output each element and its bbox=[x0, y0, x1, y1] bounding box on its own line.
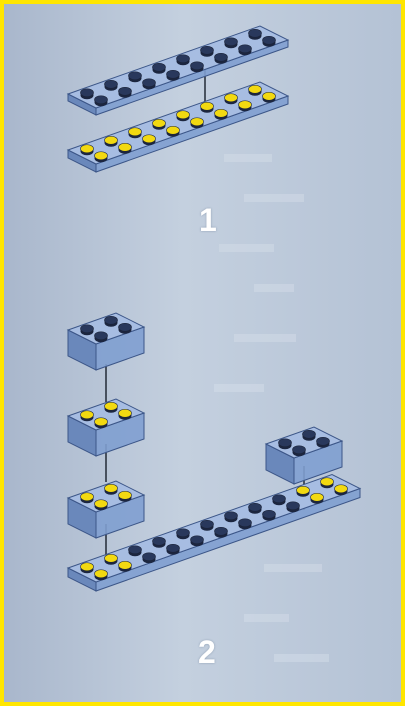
dark-stud bbox=[80, 324, 94, 334]
dark-stud bbox=[142, 552, 156, 562]
dark-stud bbox=[152, 536, 166, 546]
yellow-stud bbox=[94, 569, 108, 579]
yellow-stud bbox=[104, 401, 118, 411]
yellow-stud bbox=[200, 101, 214, 111]
yellow-stud bbox=[320, 477, 334, 487]
brick-2x2-middle bbox=[66, 398, 146, 457]
plate-2x8-top bbox=[66, 25, 290, 116]
dark-stud bbox=[238, 44, 252, 54]
dark-stud bbox=[166, 543, 180, 553]
dark-stud bbox=[128, 71, 142, 81]
dark-stud bbox=[118, 322, 132, 332]
yellow-stud bbox=[118, 142, 132, 152]
dark-stud bbox=[214, 52, 228, 62]
yellow-stud bbox=[190, 117, 204, 127]
yellow-stud bbox=[214, 108, 228, 118]
dark-stud bbox=[224, 511, 238, 521]
dark-stud bbox=[94, 331, 108, 341]
brick-2x2-bottom bbox=[66, 480, 146, 539]
yellow-stud bbox=[104, 553, 118, 563]
brick-2x2-top bbox=[66, 312, 146, 371]
dark-stud bbox=[278, 438, 292, 448]
yellow-stud bbox=[80, 492, 94, 502]
yellow-stud bbox=[94, 151, 108, 161]
dark-stud bbox=[190, 535, 204, 545]
dark-stud bbox=[128, 545, 142, 555]
yellow-stud bbox=[296, 485, 310, 495]
yellow-stud bbox=[142, 134, 156, 144]
dark-stud bbox=[152, 62, 166, 72]
dark-stud bbox=[176, 528, 190, 538]
yellow-stud bbox=[80, 562, 94, 572]
dark-stud bbox=[176, 54, 190, 64]
dark-stud bbox=[190, 61, 204, 71]
yellow-stud bbox=[118, 560, 132, 570]
dark-stud bbox=[224, 37, 238, 47]
yellow-stud bbox=[176, 110, 190, 120]
brick-2x2-right bbox=[264, 426, 344, 485]
yellow-stud bbox=[118, 490, 132, 500]
yellow-stud bbox=[248, 84, 262, 94]
dark-stud bbox=[118, 86, 132, 96]
dark-stud bbox=[166, 69, 180, 79]
dark-stud bbox=[104, 315, 118, 325]
yellow-stud bbox=[334, 484, 348, 494]
dark-stud bbox=[80, 88, 94, 98]
dark-stud bbox=[248, 502, 262, 512]
dark-stud bbox=[142, 78, 156, 88]
plate-2x8-bottom bbox=[66, 81, 290, 173]
yellow-stud bbox=[238, 100, 252, 110]
dark-stud bbox=[200, 45, 214, 55]
dark-stud bbox=[262, 35, 276, 45]
yellow-stud bbox=[310, 492, 324, 502]
dark-stud bbox=[248, 28, 262, 38]
yellow-stud bbox=[104, 483, 118, 493]
dark-stud bbox=[214, 526, 228, 536]
yellow-stud bbox=[104, 135, 118, 145]
dark-stud bbox=[104, 79, 118, 89]
yellow-stud bbox=[94, 499, 108, 509]
dark-stud bbox=[262, 509, 276, 519]
step-2-number: 2 bbox=[198, 634, 216, 670]
dark-stud bbox=[292, 445, 306, 455]
yellow-stud bbox=[128, 127, 142, 137]
yellow-stud bbox=[166, 125, 180, 135]
base-plate-2x10 bbox=[66, 473, 362, 592]
dark-stud bbox=[94, 95, 108, 105]
dark-stud bbox=[302, 429, 316, 439]
step-1-number: 1 bbox=[199, 202, 217, 238]
dark-stud bbox=[238, 518, 252, 528]
yellow-stud bbox=[262, 91, 276, 101]
yellow-stud bbox=[224, 93, 238, 103]
dark-stud bbox=[272, 494, 286, 504]
dark-stud bbox=[286, 501, 300, 511]
yellow-stud bbox=[118, 408, 132, 418]
yellow-stud bbox=[94, 417, 108, 427]
assembly-scene bbox=[66, 25, 362, 592]
yellow-stud bbox=[80, 410, 94, 420]
yellow-stud bbox=[80, 144, 94, 154]
dark-stud bbox=[200, 519, 214, 529]
dark-stud bbox=[316, 436, 330, 446]
yellow-stud bbox=[152, 118, 166, 128]
